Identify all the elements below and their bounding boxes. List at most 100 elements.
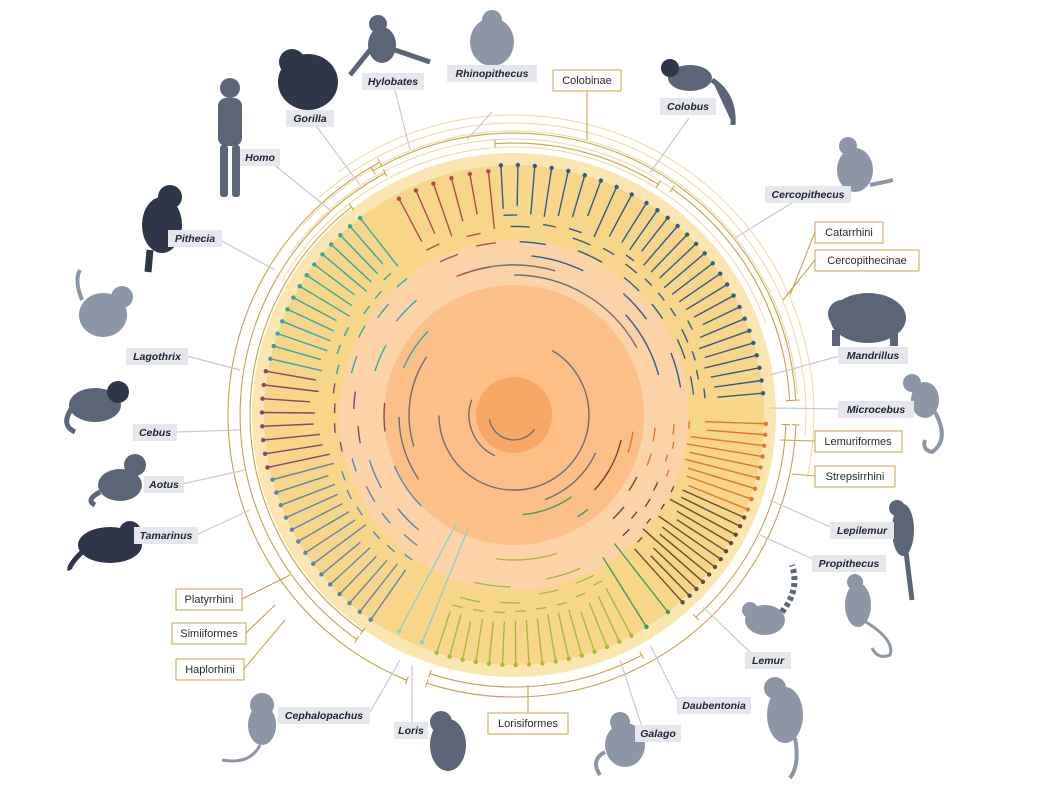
bracket-haplorhini-tick: [377, 158, 383, 167]
tip-node: [749, 496, 754, 502]
branch: [608, 194, 633, 237]
tip-node: [761, 443, 767, 448]
clade-name: Platyrrhini: [185, 594, 234, 606]
branch: [661, 526, 716, 568]
branch-arc: [665, 469, 670, 477]
bracket-platyrrhini-tick: [348, 203, 355, 211]
branch: [264, 444, 323, 455]
branch: [273, 345, 322, 361]
tip-node: [614, 184, 619, 190]
branch-arc: [403, 533, 418, 547]
branch: [359, 217, 399, 267]
branch: [568, 609, 583, 656]
branch-arc: [495, 552, 558, 561]
branch: [370, 569, 407, 621]
tip-node: [710, 261, 715, 266]
tip-node: [728, 540, 734, 546]
branch-arc: [396, 277, 408, 288]
genus-label-pithecia: Pithecia: [168, 230, 222, 247]
branch-arc: [592, 580, 603, 586]
tip-node: [665, 215, 670, 220]
backbone-arc: [544, 452, 597, 501]
branch: [501, 621, 506, 665]
tip-node: [347, 224, 353, 229]
branch: [571, 175, 586, 218]
branch-arc: [628, 476, 638, 491]
tip-node: [755, 475, 761, 481]
tip-node: [460, 657, 465, 662]
branch: [688, 484, 748, 511]
branch: [580, 611, 596, 652]
branch-arc: [671, 441, 675, 449]
branch-arc: [669, 307, 677, 317]
branch: [261, 411, 315, 414]
branch: [536, 618, 544, 664]
branch-arc: [333, 423, 336, 433]
branch: [461, 621, 472, 660]
clade-label-lemuriformes: Lemuriformes: [814, 430, 903, 453]
branch-arc: [332, 383, 336, 394]
tip-node: [549, 165, 554, 171]
tip-node: [759, 378, 764, 383]
tip-node: [434, 650, 439, 655]
bracket-catarrhini-tick: [370, 167, 376, 175]
branch: [277, 332, 328, 352]
genus-name: Lemur: [752, 655, 785, 667]
branch-arc: [374, 344, 387, 372]
tip-node: [486, 661, 492, 666]
branch: [339, 234, 379, 275]
branch: [292, 296, 337, 322]
branch-arc: [357, 325, 366, 338]
genus-label-mandrillus: Mandrillus: [838, 347, 908, 364]
tip-node: [268, 356, 273, 361]
backbone-arc: [514, 274, 638, 349]
tip-node: [260, 424, 265, 429]
tip-node: [259, 410, 265, 415]
branch: [272, 462, 334, 481]
branch: [525, 619, 530, 665]
genus-label-colobus: Colobus: [660, 98, 716, 115]
tip-node: [280, 319, 285, 324]
tip-node: [754, 353, 759, 358]
genus-name: Cebus: [139, 427, 171, 439]
tip-node: [540, 661, 545, 666]
branch: [299, 285, 351, 317]
branch: [717, 392, 764, 398]
genus-label-homo: Homo: [240, 149, 280, 166]
branch-arc: [622, 528, 630, 537]
branch: [704, 342, 754, 359]
tip-node: [271, 343, 276, 349]
cercopithecus-illustration: [837, 137, 894, 192]
tip-node: [449, 175, 454, 181]
tip-node: [629, 633, 634, 638]
clade-connector: [243, 619, 286, 670]
tip-node: [274, 490, 279, 495]
cephalopachus-illustration: [221, 693, 276, 763]
branch-arc: [452, 604, 463, 609]
lagothrix-illustration: [75, 268, 133, 337]
branch-arc: [542, 223, 557, 228]
lepilemur-illustration: [889, 500, 915, 601]
clade-label-platyrrhini: Platyrrhini: [175, 588, 243, 611]
tip-node: [320, 252, 325, 257]
genus-label-lemur: Lemur: [745, 652, 791, 669]
clade-connector: [791, 473, 816, 477]
genus-name: Lepilemur: [837, 525, 888, 537]
tip-node: [675, 223, 680, 229]
tip-node: [413, 188, 419, 193]
tip-node: [629, 192, 634, 197]
branch-arc: [383, 272, 392, 281]
branch-arc: [652, 482, 659, 491]
bracket-haplorhini-tick: [404, 676, 409, 685]
tip-node: [337, 591, 342, 597]
branch: [669, 498, 737, 536]
backbone-arc: [601, 439, 622, 481]
homo-illustration: [218, 78, 242, 197]
clade-name: Lorisiformes: [498, 718, 558, 730]
branch-arc: [612, 506, 625, 520]
branch-arc: [510, 225, 530, 228]
genus-label-hylobates: Hylobates: [362, 73, 424, 90]
branch-arc: [374, 290, 382, 299]
tip-node: [289, 527, 295, 532]
branch-arc: [336, 344, 342, 355]
